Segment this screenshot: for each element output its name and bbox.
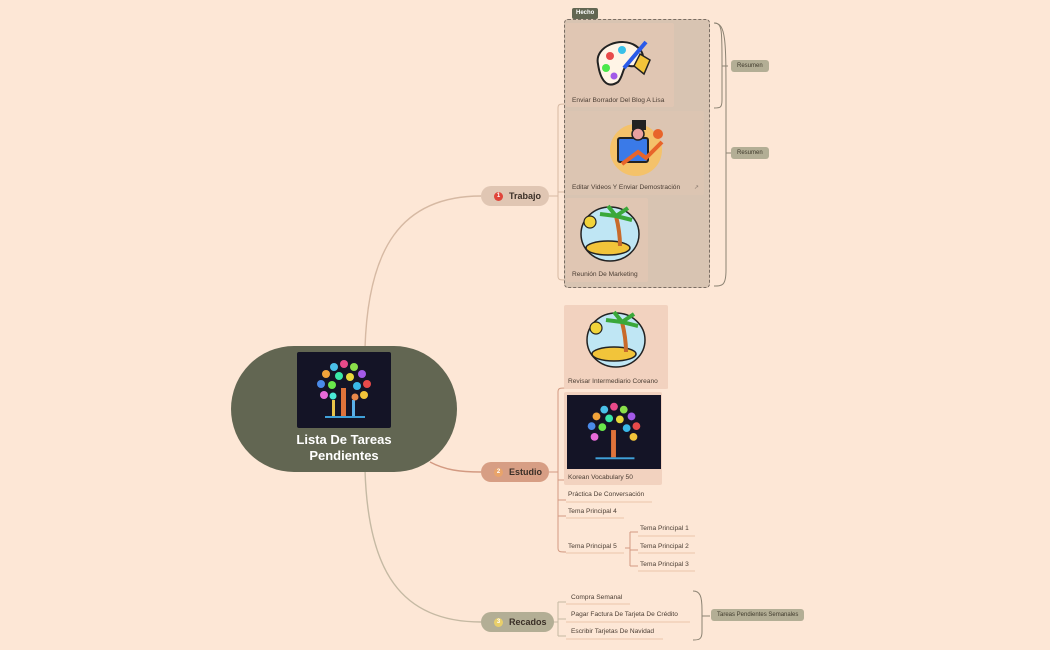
island-palm-icon xyxy=(584,310,646,373)
branch-recados[interactable]: 3 Recados xyxy=(481,612,554,632)
priority-3-icon: 3 xyxy=(494,617,503,627)
summary-tag[interactable]: Tareas Pendientes Semanales xyxy=(711,609,805,621)
topic-christmas-cards[interactable]: Escribir Tarjetas De Navidad xyxy=(571,628,655,635)
topic-weekly-shopping[interactable]: Compra Semanal xyxy=(571,594,623,601)
branch-label: Trabajo xyxy=(509,191,542,201)
priority-1-icon: 1 xyxy=(494,191,503,201)
topic-label: Enviar Borrador Del Blog A Lisa xyxy=(572,97,665,104)
priority-2-icon: 2 xyxy=(494,467,503,477)
app-tree-image xyxy=(297,352,391,428)
topic-label: Editar Videos Y Enviar Demostración xyxy=(572,184,681,191)
subtopic-main-3[interactable]: Tema Principal 3 xyxy=(640,561,689,568)
branch-label: Recados xyxy=(509,617,547,627)
summary-tag[interactable]: Resumen xyxy=(731,147,769,159)
topic-conversation[interactable]: Práctica De Conversación xyxy=(568,491,645,498)
external-link-icon[interactable]: ↗ xyxy=(694,185,700,191)
boundary-label-done[interactable]: Hecho xyxy=(572,8,599,19)
summary-tag[interactable]: Resumen xyxy=(731,60,769,72)
paint-palette-icon xyxy=(592,34,654,97)
branch-trabajo[interactable]: 1 Trabajo xyxy=(481,186,549,206)
subtopic-main-1[interactable]: Tema Principal 1 xyxy=(640,525,689,532)
subtopic-main-2[interactable]: Tema Principal 2 xyxy=(640,543,689,550)
branch-label: Estudio xyxy=(509,467,542,477)
topic-pay-card[interactable]: Pagar Factura De Tarjeta De Crédito xyxy=(571,611,678,618)
topic-label: Reunión De Marketing xyxy=(572,271,638,278)
island-palm-icon xyxy=(578,204,640,267)
presentation-growth-icon xyxy=(604,116,668,183)
topic-main-4[interactable]: Tema Principal 4 xyxy=(568,508,617,515)
topic-label: Korean Vocabulary 50 xyxy=(568,474,633,481)
app-tree-image xyxy=(567,395,661,469)
topic-main-5[interactable]: Tema Principal 5 xyxy=(568,543,617,550)
branch-estudio[interactable]: 2 Estudio xyxy=(481,462,549,482)
central-topic-title: Lista De Tareas Pendientes xyxy=(296,432,392,463)
topic-label: Revisar Intermediario Coreano xyxy=(568,378,658,385)
